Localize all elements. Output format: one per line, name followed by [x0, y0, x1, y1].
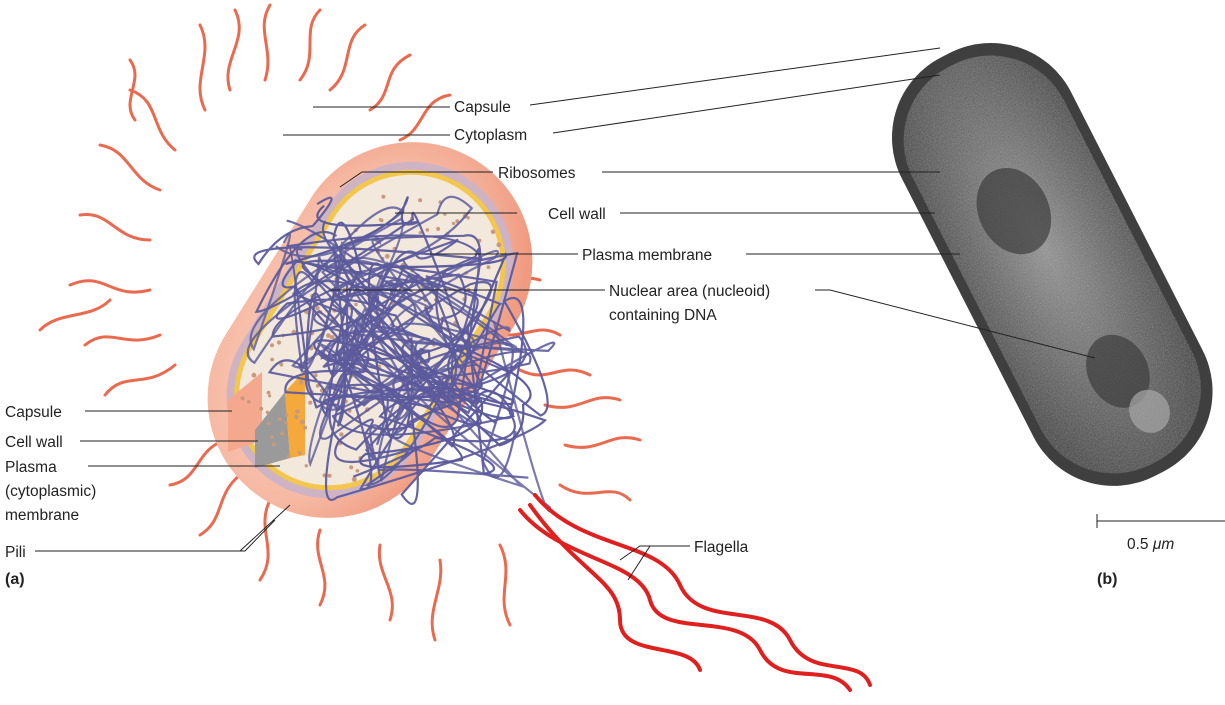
leader-pili	[35, 520, 275, 551]
label-flagella: Flagella	[694, 539, 749, 556]
ribosome-dot	[418, 198, 422, 202]
ribosome-dot	[305, 464, 308, 467]
ribosome-dot	[270, 343, 274, 347]
ribosome-dot	[299, 380, 304, 385]
ribosome-dot	[356, 469, 360, 473]
leader-cytoplasm-b	[553, 75, 940, 133]
label-nucleoid-line1: Nuclear area (nucleoid)	[609, 283, 770, 300]
label-cell-wall: Cell wall	[548, 206, 606, 223]
ribosome-dot	[496, 242, 501, 247]
ribosome-dot	[436, 227, 440, 231]
ribosome-dot	[308, 401, 312, 405]
ribosome-dot	[300, 420, 305, 425]
electron-micrograph	[861, 12, 1225, 517]
ribosome-dot	[298, 451, 302, 455]
scale-bar-value: 0.5	[1127, 536, 1149, 553]
ribosome-dot	[452, 222, 455, 225]
ribosome-dot	[241, 396, 245, 400]
ribosome-dot	[280, 363, 284, 367]
ribosome-dot	[278, 417, 282, 421]
ribosome-dot	[280, 432, 284, 436]
panel-label-a: (a)	[5, 571, 25, 588]
flagella-group	[520, 495, 870, 690]
ribosome-dot	[487, 265, 491, 269]
ribosome-dot	[303, 426, 307, 430]
ribosome-dot	[354, 303, 357, 306]
ribosome-dot	[270, 435, 274, 439]
leader-capsule-b	[530, 48, 940, 105]
ribosome-dot	[272, 442, 276, 446]
ribosome-dot	[352, 477, 357, 482]
ribosome-dot	[380, 219, 384, 223]
ribosome-dot	[277, 340, 281, 344]
label-left-plasma-line2: (cytoplasmic)	[5, 483, 96, 500]
label-pili: Pili	[5, 544, 26, 561]
label-left-cell-wall: Cell wall	[5, 434, 63, 451]
panel-label-b: (b)	[1097, 571, 1117, 588]
label-left-plasma-line1: Plasma	[5, 459, 57, 476]
ribosome-dot	[266, 411, 269, 414]
ribosome-dot	[259, 407, 263, 411]
scale-bar-label: 0.5 μm	[1127, 536, 1174, 553]
ribosome-dot	[252, 373, 257, 378]
label-left-plasma-line3: membrane	[5, 507, 79, 524]
ribosome-dot	[295, 409, 300, 414]
ribosome-dot	[381, 195, 385, 199]
ribosome-dot	[349, 465, 353, 469]
ribosome-dot	[247, 400, 251, 404]
label-nucleoid-line2: containing DNA	[609, 307, 717, 324]
ribosome-dot	[267, 421, 271, 425]
scale-bar-unit: μm	[1152, 536, 1174, 553]
ribosome-dot	[294, 415, 299, 420]
ribosome-dot	[287, 454, 291, 458]
ribosome-dot	[270, 358, 274, 362]
label-ribosomes: Ribosomes	[498, 165, 576, 182]
ribosome-dot	[339, 432, 343, 436]
ribosome-dot	[285, 413, 288, 416]
ribosome-dot	[328, 474, 332, 478]
label-plasma-membrane: Plasma membrane	[582, 247, 712, 264]
ribosome-dot	[385, 254, 390, 259]
ribosome-dot	[491, 230, 496, 235]
ribosome-dot	[267, 391, 271, 395]
label-left-capsule: Capsule	[5, 404, 62, 421]
label-cytoplasm: Cytoplasm	[454, 127, 527, 144]
ribosome-dot	[426, 228, 430, 232]
ribosome-dot	[268, 394, 271, 397]
ribosome-dot	[284, 421, 287, 424]
label-capsule: Capsule	[454, 99, 511, 116]
ribosome-dot	[467, 216, 470, 219]
